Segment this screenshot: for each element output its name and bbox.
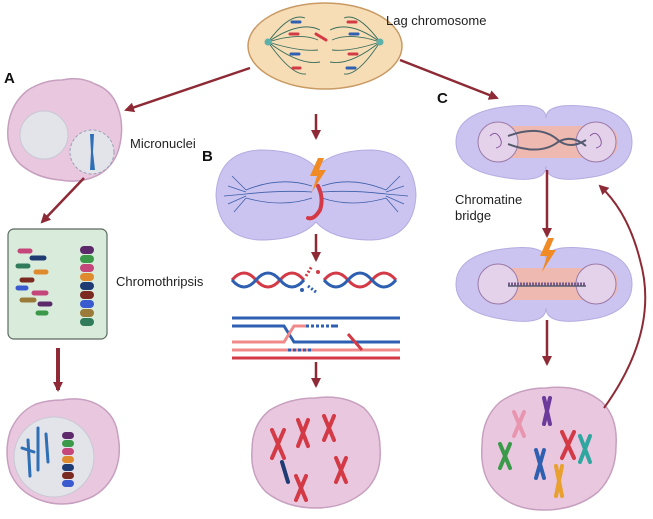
micronuclei-cell — [7, 77, 123, 182]
lightning-bolt-icon — [310, 158, 326, 192]
lagging-chromosome — [314, 32, 328, 42]
arrow-a1 — [40, 177, 85, 224]
panel-label-c: C — [437, 90, 448, 107]
micronuclei-label: Micronuclei — [130, 136, 196, 151]
broken-chromosome — [306, 184, 324, 221]
chromatine-bridge-label-line1: Chromatine — [455, 192, 523, 207]
dna-double-helix — [230, 265, 398, 294]
aneuploid-cell-c — [481, 386, 617, 511]
dividing-cell-b — [215, 149, 417, 241]
chromosome-stack — [80, 246, 94, 326]
lightning-bolt-icon — [540, 238, 556, 272]
main-nucleus — [19, 110, 69, 160]
feedback-arrow — [598, 184, 647, 409]
chromothripsis-cell — [6, 398, 121, 505]
panel-label-b: B — [202, 148, 213, 165]
arrow-to-c — [399, 58, 499, 100]
bridged-cell-1 — [455, 105, 633, 180]
chromothripsis-box — [7, 228, 108, 340]
centrosome-left — [264, 38, 272, 46]
diagram-title: Lag chromosome — [386, 13, 487, 28]
centrosome-right — [376, 38, 384, 46]
chromatine-bridge-label-line2: bridge — [455, 208, 492, 223]
chromothripsis-label: Chromothripsis — [116, 274, 204, 289]
repair-strands — [232, 316, 400, 360]
panel-label-a: A — [4, 70, 15, 87]
mitotic-cell — [247, 2, 403, 90]
aneuploid-cell-b — [251, 396, 381, 509]
arrow-to-a — [124, 66, 251, 113]
bridged-cell-2 — [455, 238, 633, 322]
